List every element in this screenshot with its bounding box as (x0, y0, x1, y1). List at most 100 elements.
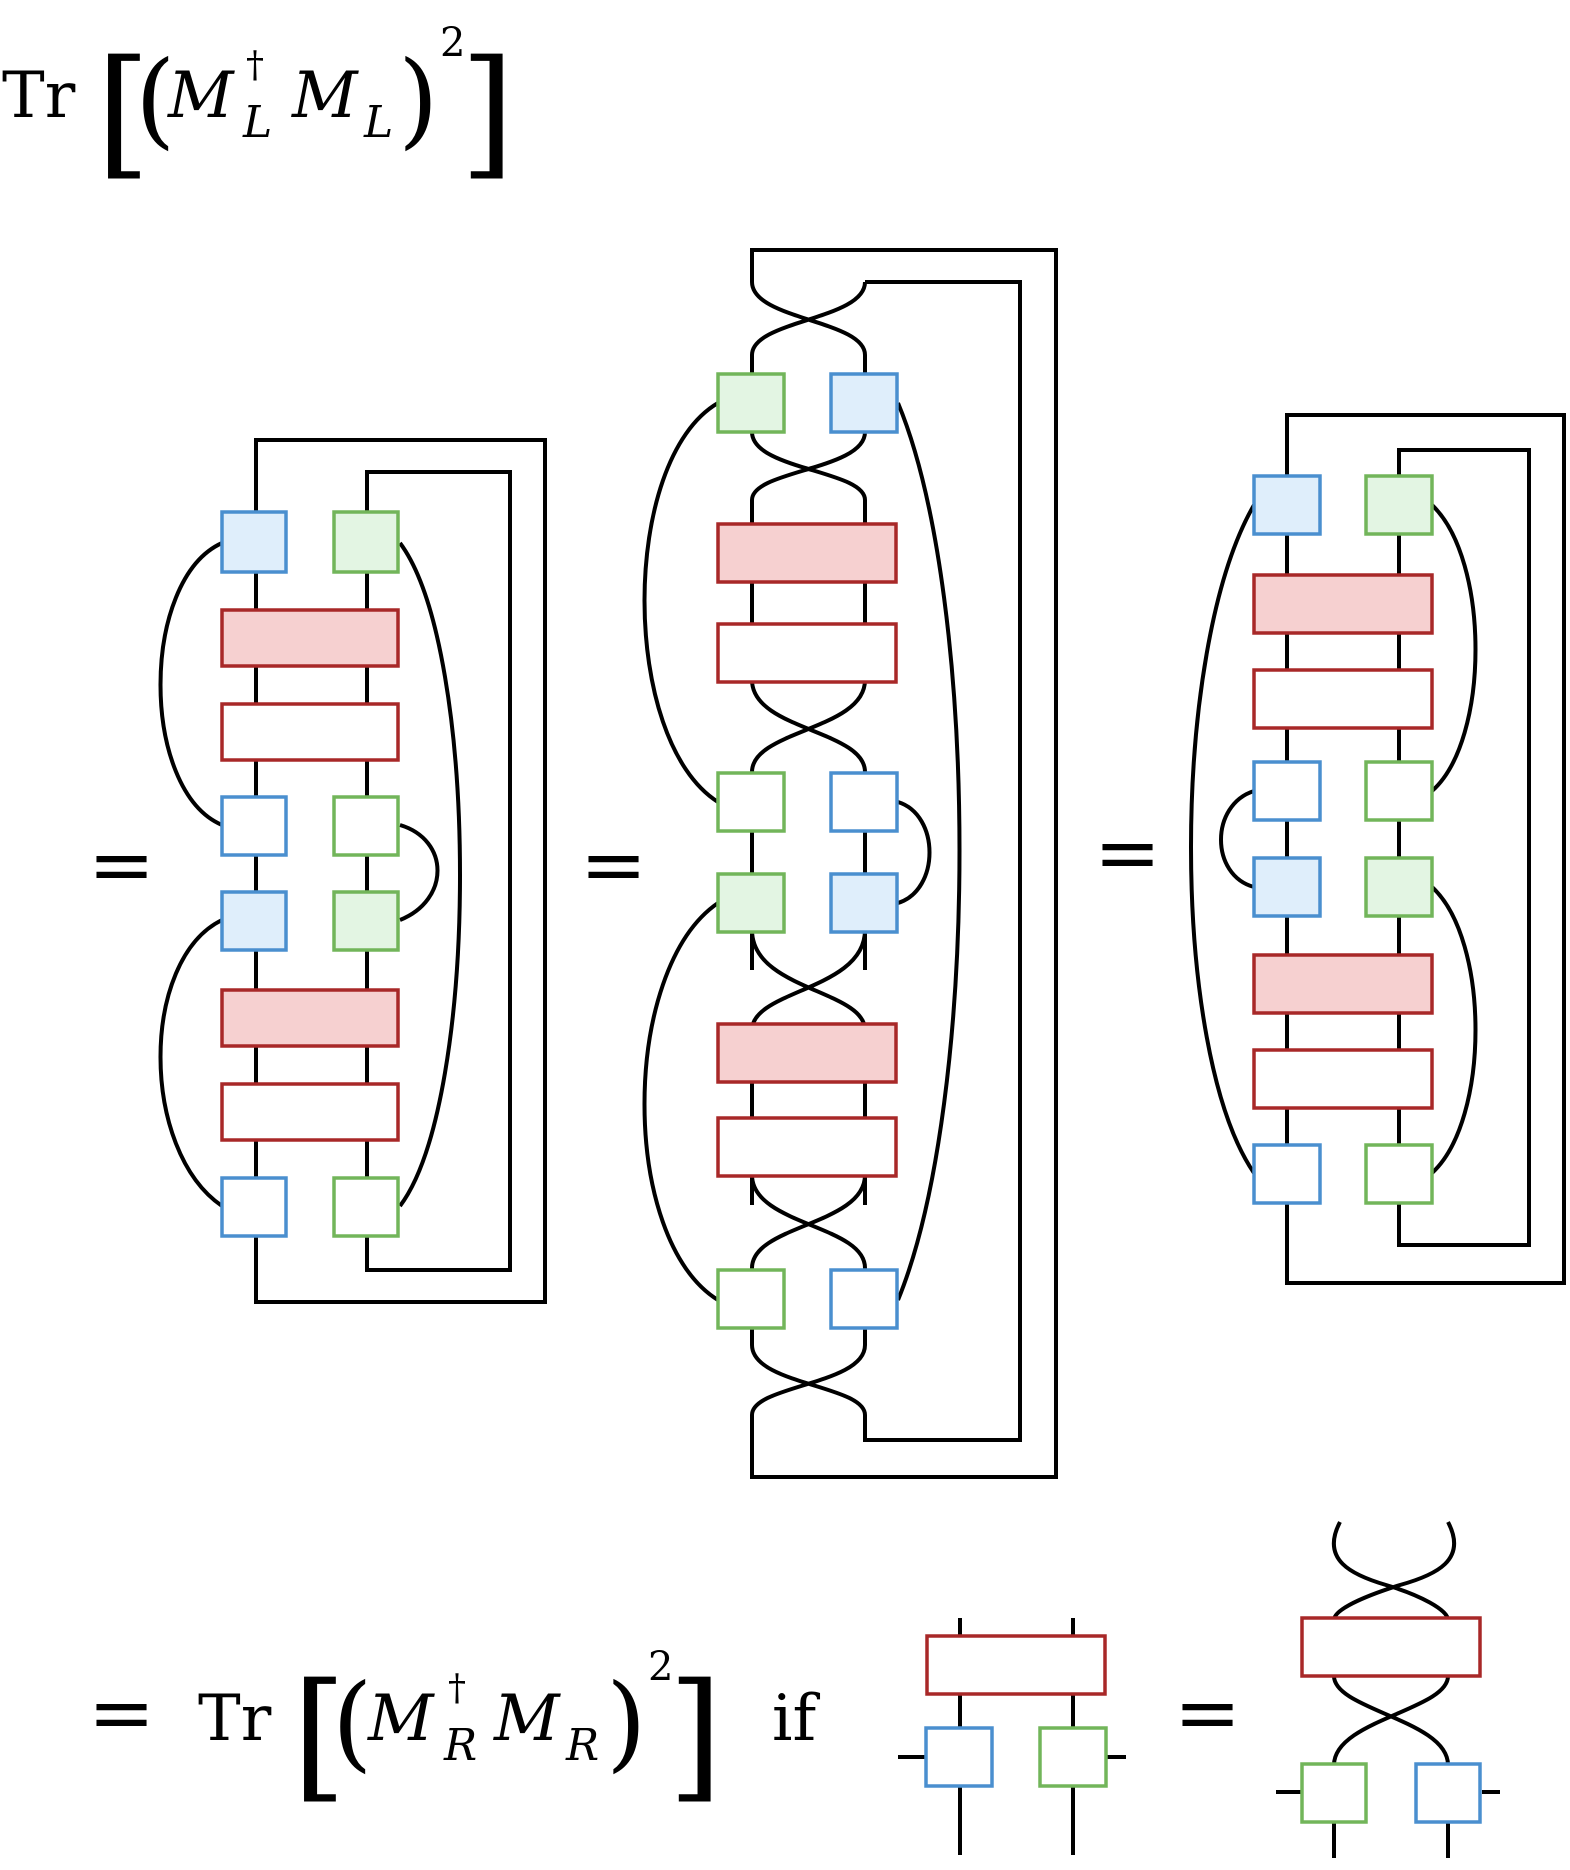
tensor-green-filled (332, 510, 400, 574)
tensor-green-outline (332, 1176, 400, 1238)
gate-red-outline (1300, 1616, 1482, 1678)
gate-red-outline (1252, 1048, 1434, 1110)
condition-equals: = (1174, 1666, 1241, 1759)
tensor-green-outline (332, 795, 400, 857)
condition-rhs-tensors (1300, 1616, 1482, 1824)
gate-red-outline (716, 1116, 898, 1178)
tensor-blue-filled (1252, 856, 1322, 918)
equals-sign-4: = (88, 1666, 155, 1759)
tensor-green-filled (716, 872, 786, 934)
tensor-blue-outline (220, 795, 288, 857)
equals-sign-1: = (88, 818, 155, 911)
gate-red-filled (716, 522, 898, 584)
gate-red-outline (925, 1634, 1107, 1696)
power-two: 2 (440, 20, 465, 66)
bottom-formula: Tr [ ( M † R M R ) 2 ] if = (198, 1644, 1241, 1817)
tensor-blue-outline (1414, 1762, 1482, 1824)
right-bracket: ] (668, 1654, 723, 1817)
matrix-m: M (291, 59, 359, 133)
tensor-blue-filled (829, 872, 899, 934)
tensor-green-filled (716, 372, 786, 434)
gate-red-filled (1252, 953, 1434, 1015)
right-paren: ) (398, 38, 439, 160)
right-bracket: ] (460, 31, 515, 194)
if-word: if (772, 1682, 820, 1756)
right-curve-lower (1430, 885, 1478, 1175)
tensor-blue-filled (220, 890, 288, 952)
crossing-mid-upper (750, 679, 867, 773)
outer-trace-loop (750, 248, 1058, 1479)
crossing-bottom (1332, 1675, 1450, 1766)
crossing-mid-lower (750, 929, 867, 1031)
trace-symbol: Tr (198, 1682, 272, 1756)
gate-red-filled (1252, 573, 1434, 635)
right-paren: ) (606, 1661, 647, 1783)
left-curve-upper (158, 541, 223, 827)
right-curve-inner (399, 823, 440, 922)
tensor-green-filled (1364, 474, 1434, 536)
diagram-2 (642, 248, 1058, 1479)
outer-trace-loop (1285, 413, 1566, 1285)
tensor-blue-filled (829, 372, 899, 434)
condition-lhs-tensors (924, 1634, 1108, 1788)
left-curve-lower (642, 901, 720, 1302)
diagram-2-tensors (716, 372, 899, 1330)
diagram-1-tensors (220, 510, 400, 1238)
subscript-r-1: R (443, 1720, 477, 1771)
left-paren: ( (332, 1661, 373, 1783)
power-two: 2 (648, 1644, 673, 1690)
left-curve-inner (1219, 789, 1255, 889)
gate-red-filled (716, 1022, 898, 1084)
matrix-m: M (493, 1682, 561, 1756)
matrix-m-dagger: M (167, 59, 235, 133)
tensor-green-outline (1364, 1143, 1434, 1205)
inner-trace-loop (863, 280, 1022, 1442)
crossing-top-lower (750, 431, 867, 501)
crossing-top (1331, 1521, 1457, 1621)
equals-sign-2: = (580, 818, 647, 911)
trace-symbol: Tr (2, 59, 76, 133)
subscript-r-2: R (565, 1720, 599, 1771)
right-curve-upper (1430, 503, 1478, 793)
right-curve-outer (896, 402, 962, 1301)
left-curve-upper (642, 401, 720, 804)
diagram-3-tensors (1252, 474, 1434, 1205)
tensor-blue-outline (829, 1268, 899, 1330)
tensor-blue-filled (1252, 474, 1322, 536)
gate-red-outline (220, 1082, 400, 1142)
tensor-blue-outline (1252, 1143, 1322, 1205)
equals-sign-3: = (1094, 806, 1161, 899)
left-bracket: [ (292, 1654, 347, 1817)
left-paren: ( (135, 38, 176, 160)
tensor-green-filled (332, 890, 400, 952)
tensor-green-outline (1038, 1726, 1108, 1788)
tensor-green-outline (716, 1268, 786, 1330)
gate-red-outline (220, 702, 400, 762)
outer-trace-loop (254, 438, 547, 1304)
right-curve-inner (897, 800, 932, 905)
gate-red-filled (220, 988, 400, 1048)
gate-red-outline (1252, 668, 1434, 730)
gate-red-filled (220, 608, 400, 668)
tensor-blue-outline (220, 1176, 288, 1238)
left-curve-outer (1189, 503, 1256, 1175)
crossing-bottom-upper (750, 1174, 867, 1269)
crossing-top (750, 281, 867, 356)
condition-rhs (1276, 1521, 1500, 1858)
tensor-blue-filled (220, 510, 288, 574)
tensor-green-outline (1300, 1762, 1368, 1824)
gate-red-outline (716, 622, 898, 684)
tensor-green-filled (1364, 856, 1434, 918)
tensor-green-outline (716, 771, 786, 833)
subscript-l-2: L (363, 97, 393, 148)
left-bracket: [ (96, 31, 151, 194)
subscript-l-1: L (242, 97, 272, 148)
tensor-blue-outline (924, 1726, 994, 1788)
left-curve-lower (158, 918, 224, 1208)
matrix-m-dagger: M (367, 1682, 435, 1756)
right-curve-outer (398, 541, 462, 1208)
top-formula: Tr [ ( M † L M L ) 2 ] (2, 20, 515, 194)
dagger-symbol: † (246, 45, 264, 86)
tensor-blue-outline (829, 771, 899, 833)
